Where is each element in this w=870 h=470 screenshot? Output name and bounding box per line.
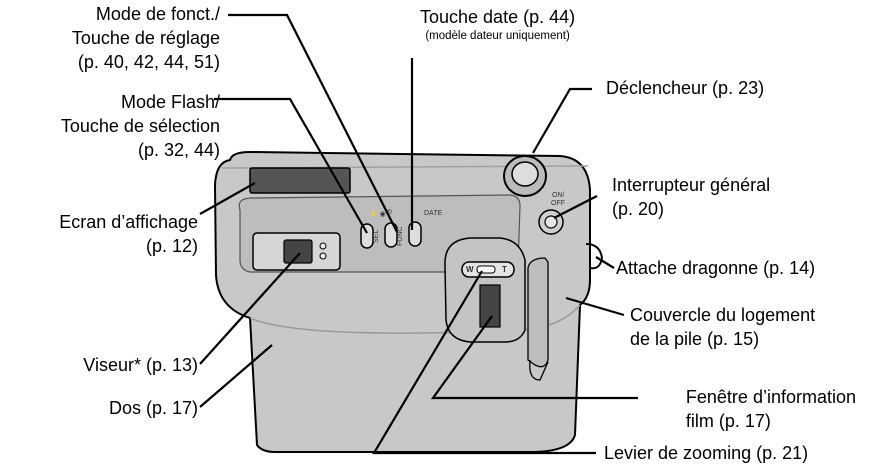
label-interrupteur-line2: (p. 20) xyxy=(612,199,665,219)
func-mode-button[interactable] xyxy=(384,222,398,248)
lcd-screen xyxy=(249,167,351,194)
label-dos: Dos (p. 17) xyxy=(109,396,198,420)
label-touche-date-line: Touche date (p. 44) xyxy=(420,7,576,27)
label-couvercle: Couvercle du logement de la pile (p. 15) xyxy=(630,303,815,351)
label-mode-flash-line2: Touche de sélection xyxy=(60,116,220,136)
label-couvercle-line2: de la pile (p. 15) xyxy=(630,329,760,349)
main-switch[interactable] xyxy=(538,209,564,235)
label-interrupteur-line1: Interrupteur général xyxy=(612,175,771,195)
label-viseur: Viseur* (p. 13) xyxy=(83,353,198,377)
label-dos-line: Dos (p. 17) xyxy=(108,398,198,418)
label-declencheur-line: Déclencheur (p. 23) xyxy=(606,78,765,98)
zoom-w-marking: W xyxy=(466,265,474,274)
leader-lines xyxy=(199,13,638,455)
shutter-button[interactable] xyxy=(503,155,547,197)
film-window xyxy=(479,284,501,328)
label-levier-line: Levier de zooming (p. 21) xyxy=(604,443,809,463)
label-ecran: Ecran d’affichage (p. 12) xyxy=(59,210,198,258)
off-marking-text: OFF xyxy=(551,200,565,207)
label-ecran-line1: Ecran d’affichage xyxy=(59,212,198,232)
date-button[interactable] xyxy=(408,221,422,247)
label-touche-date: Touche date (p. 44) (modèle dateur uniqu… xyxy=(420,5,575,43)
label-mode-flash: Mode Flash/ Touche de sélection (p. 32, … xyxy=(61,90,220,162)
label-levier: Levier de zooming (p. 21) xyxy=(604,441,808,465)
label-viseur-line: Viseur* (p. 13) xyxy=(83,355,198,375)
label-declencheur: Déclencheur (p. 23) xyxy=(606,76,764,100)
label-mode-fonct-line1: Mode de fonct./ xyxy=(95,4,220,24)
label-attache: Attache dragonne (p. 14) xyxy=(616,256,815,280)
label-mode-fonct: Mode de fonct./ Touche de réglage (p. 40… xyxy=(72,2,220,74)
flash-mode-button[interactable]: ⚡ ◉ xyxy=(360,209,386,249)
viewfinder xyxy=(252,232,341,271)
label-interrupteur: Interrupteur général (p. 20) xyxy=(612,173,770,221)
zoom-lever[interactable]: W T xyxy=(461,261,515,278)
label-ecran-line2: (p. 12) xyxy=(145,236,198,256)
label-touche-date-note: (modèle dateur uniquement) xyxy=(425,30,570,42)
on-marking: ON/ xyxy=(552,192,565,199)
label-mode-flash-line1: Mode Flash/ xyxy=(120,92,220,112)
func-marking: FUNC xyxy=(397,227,404,246)
svg-text:⚡ ◉: ⚡ ◉ xyxy=(369,209,386,218)
label-fenetre-line2: film (p. 17) xyxy=(685,411,771,431)
zoom-t-marking: T xyxy=(502,265,507,274)
date-marking: DATE xyxy=(424,210,442,217)
self-timer-marking: ⟲ xyxy=(386,209,392,216)
label-mode-fonct-line3: (p. 40, 42, 44, 51) xyxy=(77,52,220,72)
label-mode-flash-line3: (p. 32, 44) xyxy=(137,140,220,160)
battery-cover xyxy=(527,257,549,368)
strap-eyelet xyxy=(585,243,604,270)
label-couvercle-line1: Couvercle du logement xyxy=(630,305,816,325)
label-fenetre-line1: Fenêtre d’information xyxy=(685,387,856,407)
label-attache-line: Attache dragonne (p. 14) xyxy=(616,258,816,278)
label-mode-fonct-line2: Touche de réglage xyxy=(71,28,220,48)
label-fenetre: Fenêtre d’information film (p. 17) xyxy=(686,385,856,433)
sel-marking: SEL xyxy=(373,230,380,243)
